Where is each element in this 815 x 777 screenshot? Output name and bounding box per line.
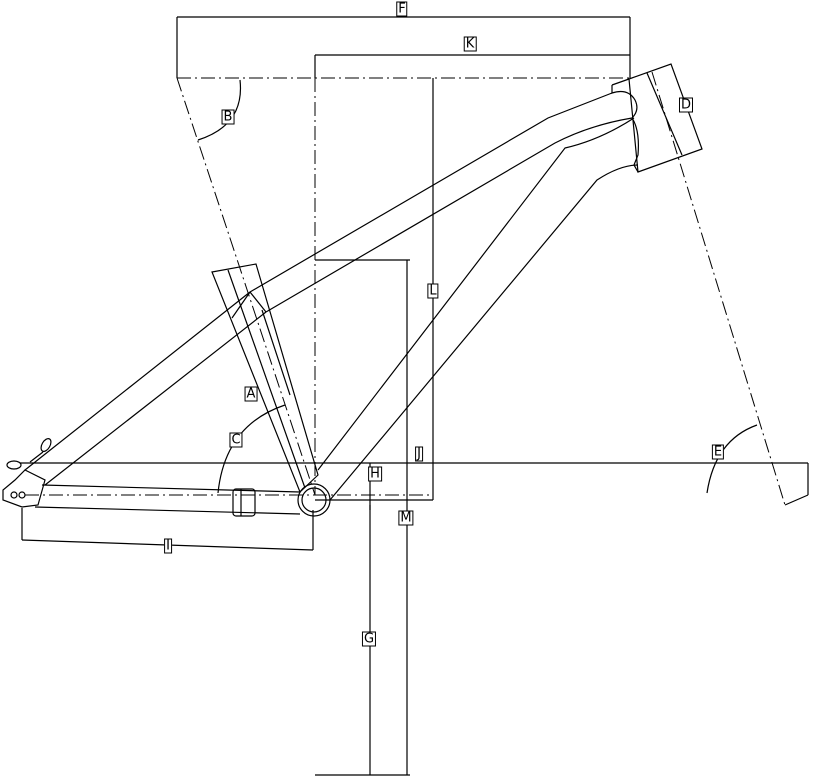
label-d: D	[678, 97, 694, 113]
label-c: C	[229, 432, 243, 448]
rear-dropout	[2, 438, 52, 508]
seat-tube	[211, 263, 319, 494]
label-f: F	[396, 1, 408, 17]
down-tube	[317, 117, 639, 501]
angle-c-arc	[217, 404, 286, 494]
axle-horizontal-line	[20, 462, 809, 506]
label-k: K	[463, 36, 477, 52]
bottom-bracket	[297, 483, 331, 517]
label-g: G	[361, 631, 377, 647]
dimension-l	[315, 78, 434, 501]
label-a: A	[244, 386, 258, 402]
label-e: E	[711, 444, 725, 460]
steering-axis	[651, 71, 786, 506]
seat-stays	[24, 291, 267, 486]
label-j: J	[415, 446, 423, 462]
top-tube	[249, 92, 633, 313]
chainstays	[34, 484, 301, 517]
label-h: H	[368, 466, 382, 482]
head-tube	[611, 63, 703, 173]
dimension-m	[315, 259, 410, 775]
label-b: B	[221, 109, 235, 125]
label-l: L	[427, 283, 439, 299]
label-m: M	[398, 510, 414, 526]
seat-tube-axis	[176, 77, 316, 496]
dimension-f	[176, 16, 631, 78]
label-i: I	[164, 538, 172, 554]
dimension-k	[314, 54, 630, 78]
